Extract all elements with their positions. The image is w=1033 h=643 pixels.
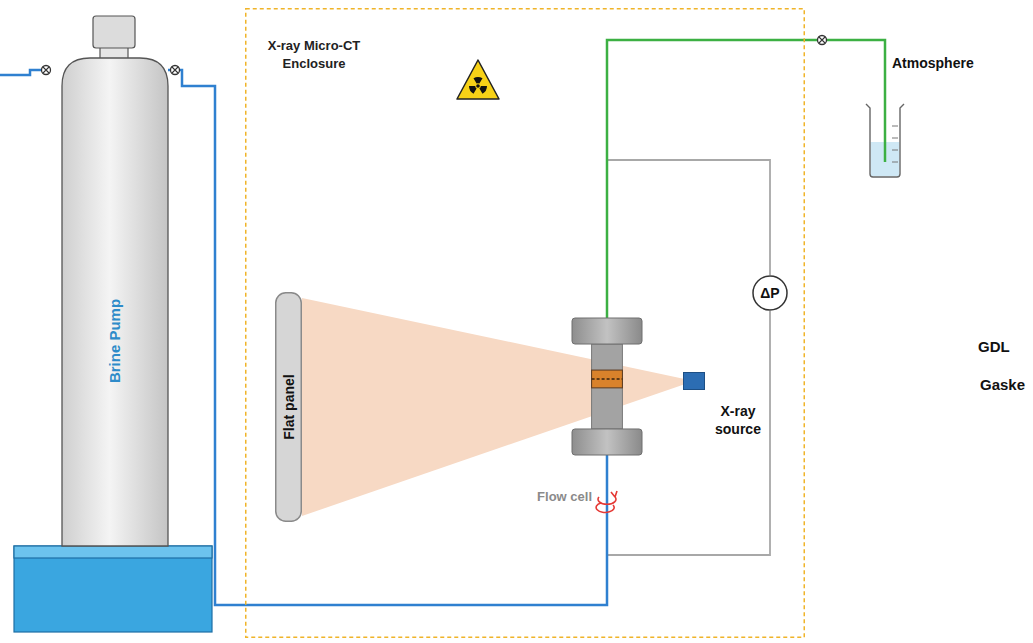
label-holder: X-ray Micro-CT Enclosure [253, 36, 375, 72]
node-label: X-ray source [715, 403, 761, 437]
label-holder: X-ray source [710, 402, 766, 438]
cell-body [592, 344, 623, 429]
label-holder: Flat panel [280, 374, 298, 439]
enclosure-outline [245, 8, 805, 638]
sample-layer [592, 378, 623, 380]
label-holder: Flow cell [532, 487, 594, 505]
pressure-line [607, 160, 770, 318]
sample [592, 370, 623, 388]
xray-source: X-ray source [683, 372, 705, 390]
outlet-line [607, 40, 885, 318]
pump-cap [93, 16, 135, 48]
rotation-arrow [596, 491, 617, 512]
flange [572, 318, 642, 344]
tick-mark [892, 150, 898, 151]
node-label: Atmosphere [892, 55, 974, 71]
node-label: Brine Pump [106, 299, 123, 383]
valve [42, 66, 51, 75]
brine-line [168, 70, 607, 605]
label-holder: GDL [978, 338, 1010, 356]
radiation-symbol [457, 60, 499, 99]
label-holder: ΔP [760, 284, 779, 302]
label-holder: Atmosphere [892, 54, 974, 72]
flat-panel-detector: Flat panel [275, 292, 302, 522]
enclosure-border [246, 9, 805, 638]
tick-mark [892, 162, 898, 163]
outlet-tube [884, 98, 887, 162]
layer-label: Gaske [980, 376, 1025, 393]
pump-base [14, 546, 212, 632]
layer-label: GDL [978, 338, 1010, 355]
atmosphere-beaker: Atmosphere [862, 98, 908, 178]
source-block [684, 373, 705, 390]
node-label: ΔP [760, 285, 779, 301]
pressure-transducer: ΔP [752, 275, 788, 311]
beaker-outline [866, 104, 904, 177]
node-label: Flat panel [281, 374, 297, 439]
inlet-pipe [0, 70, 41, 75]
panel-outline [276, 293, 302, 522]
label-holder: Brine Pump [106, 299, 124, 383]
tick-mark [892, 138, 898, 139]
xray-beam [302, 298, 694, 516]
gauge-circle [753, 276, 787, 310]
node-label: Flow cell [535, 489, 594, 504]
flange [572, 429, 642, 455]
beaker-outline [862, 98, 908, 178]
pump-body-outline [62, 58, 168, 546]
ct-enclosure: X-ray Micro-CT EnclosureFlat panelFlow c… [245, 8, 805, 638]
tick-mark [892, 126, 898, 127]
valve [171, 66, 180, 75]
label-holder: Gaske [980, 376, 1025, 394]
source-outline [683, 372, 705, 390]
flow-cell: Flow cell [572, 318, 642, 455]
node-label: X-ray Micro-CT Enclosure [268, 38, 360, 71]
pump-base-top [14, 546, 212, 558]
cell-outline [572, 318, 642, 455]
valve [818, 36, 827, 45]
pump-body: Brine Pump [62, 58, 168, 546]
